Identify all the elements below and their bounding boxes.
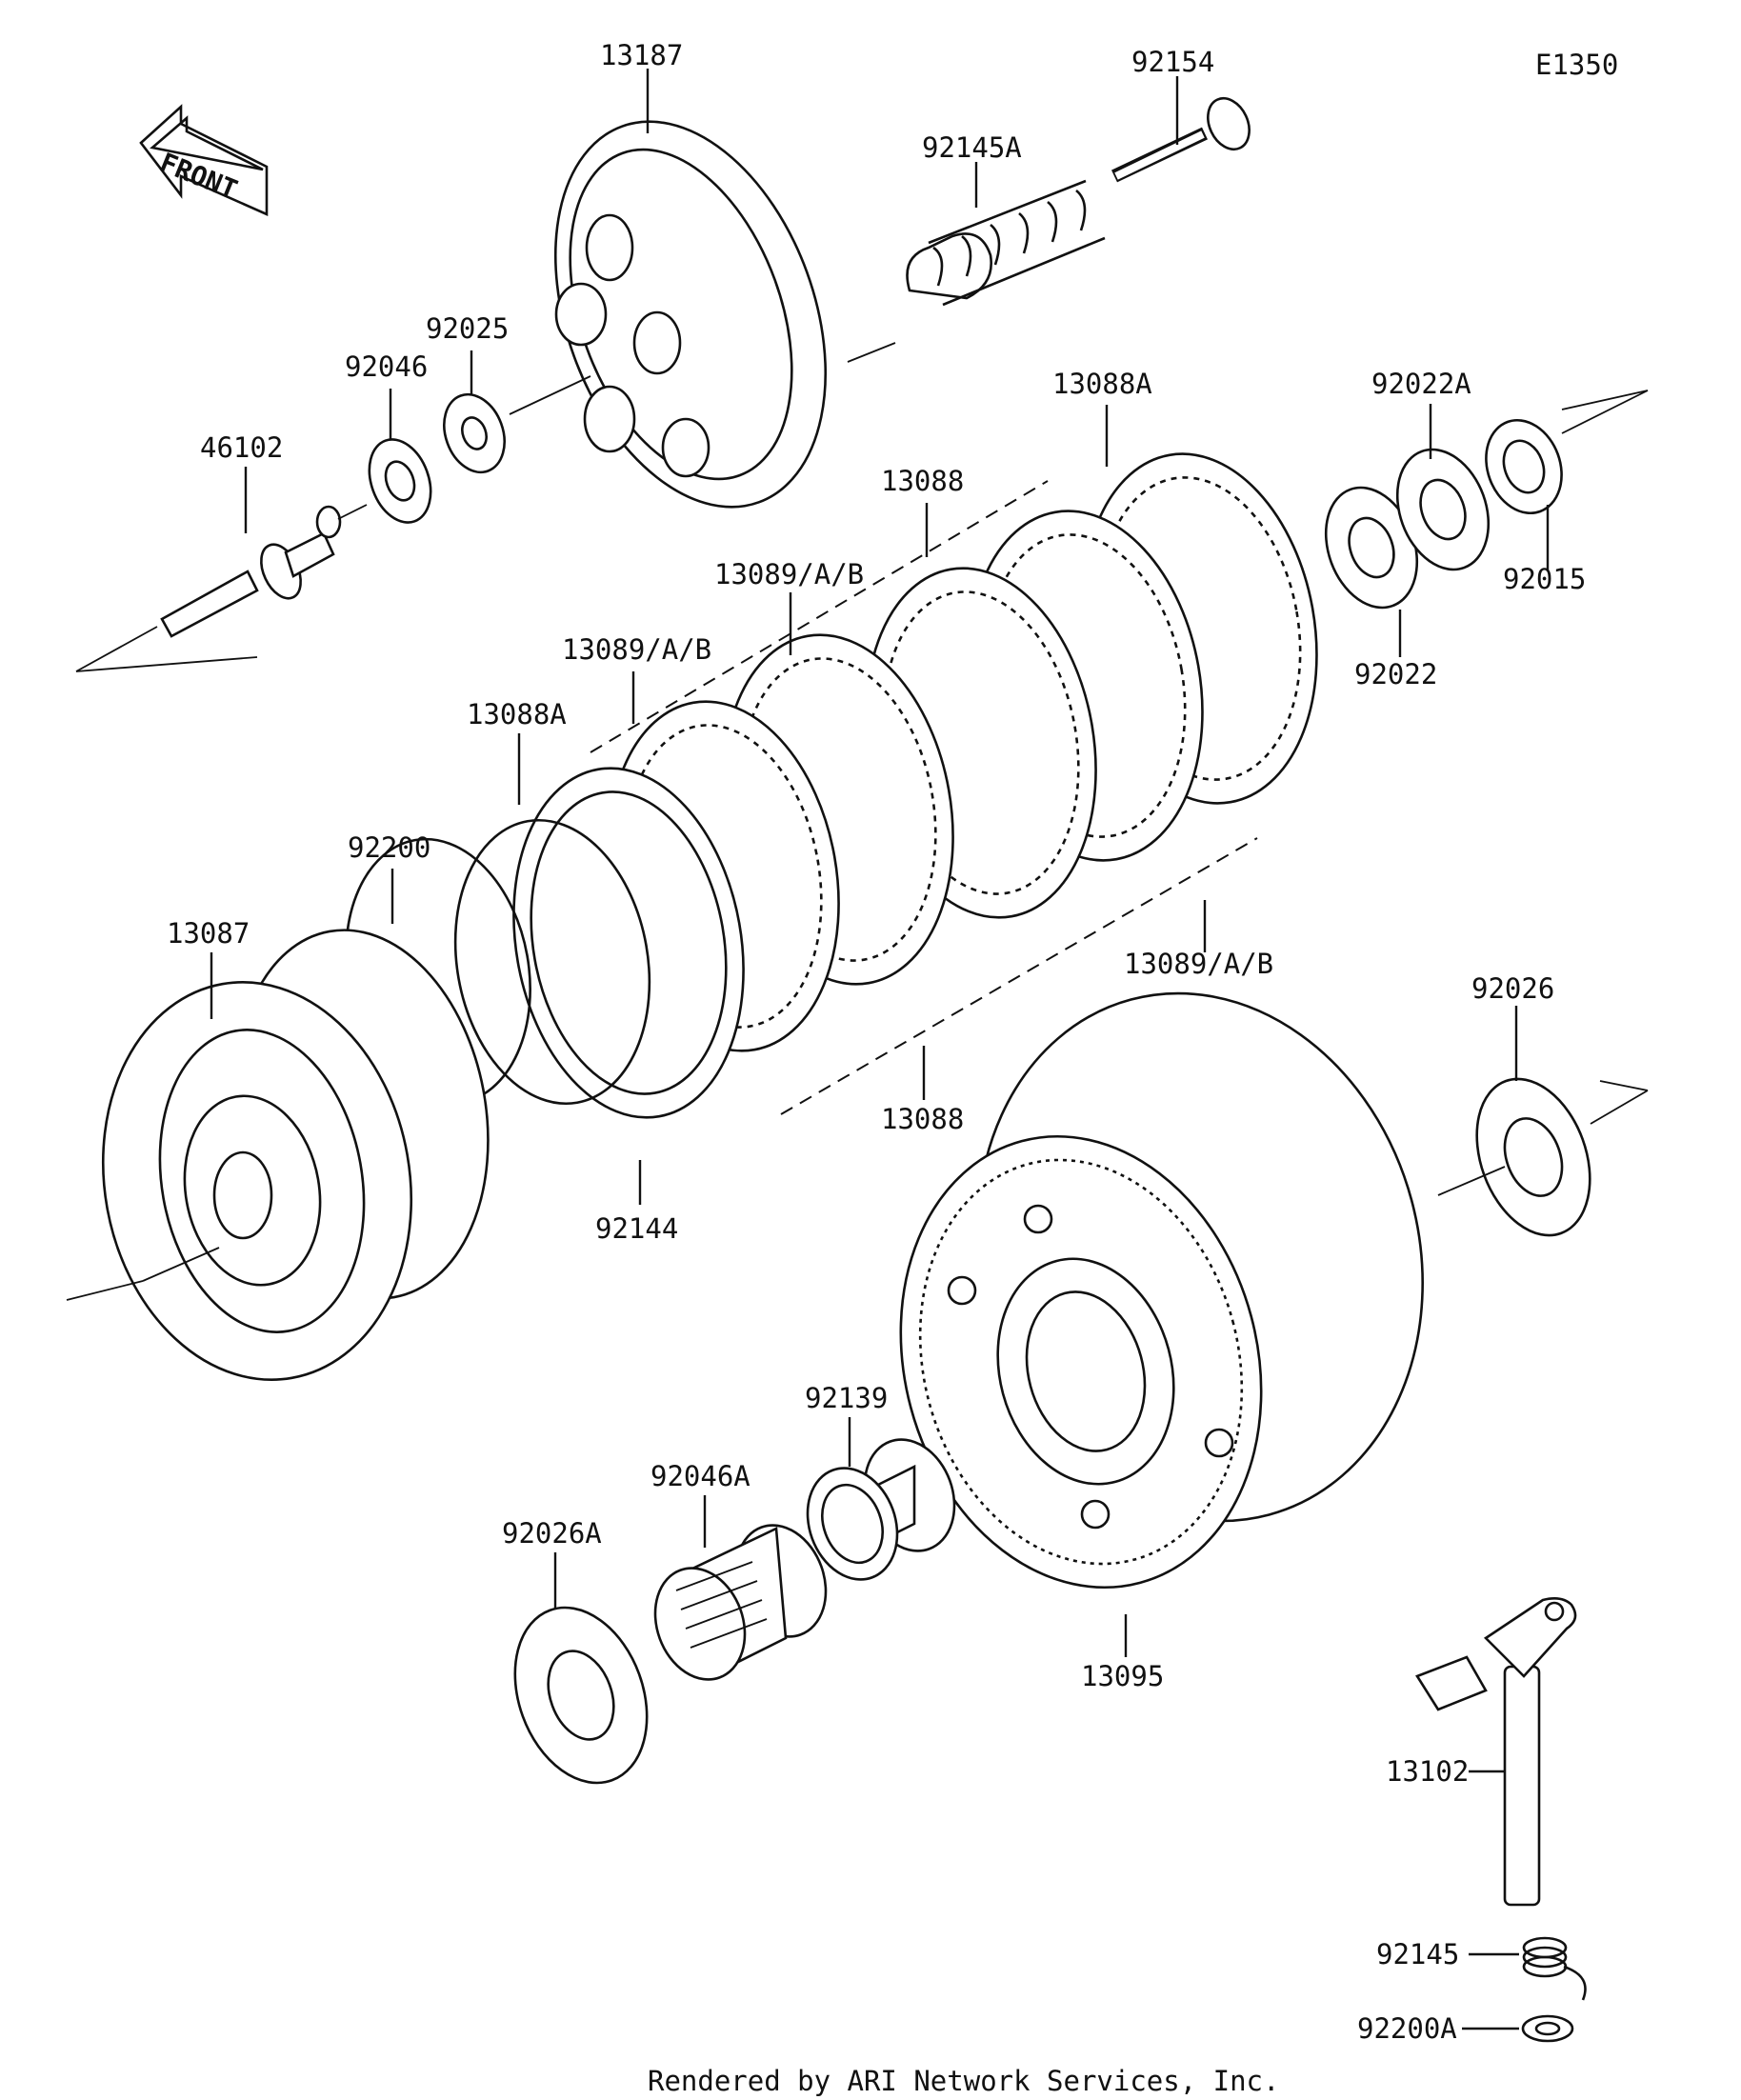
- label-13089AB-2: 13089/A/B: [562, 633, 711, 666]
- label-13088-top: 13088: [881, 465, 964, 497]
- label-13088-bottom: 13088: [881, 1103, 964, 1135]
- front-arrow-icon: FRONT: [139, 104, 269, 217]
- pressure-plate-13187: [553, 120, 828, 509]
- label-92145: 92145: [1376, 1938, 1459, 1970]
- clutch-plate-stack: [512, 452, 1318, 1119]
- label-13087: 13087: [167, 917, 250, 950]
- wire-92144: [453, 818, 651, 1106]
- label-92200: 92200: [348, 831, 430, 864]
- footer-credit: Rendered by ARI Network Services, Inc.: [648, 2065, 1279, 2097]
- clutch-hub-13087: [101, 929, 490, 1381]
- label-13102: 13102: [1386, 1755, 1469, 1788]
- label-92154: 92154: [1131, 46, 1214, 78]
- label-46102: 46102: [200, 431, 283, 464]
- label-92200A: 92200A: [1357, 2012, 1457, 2045]
- release-shaft-13102: [1415, 1597, 1577, 1907]
- label-92022: 92022: [1354, 658, 1437, 690]
- label-92046: 92046: [345, 350, 428, 383]
- label-92015: 92015: [1503, 563, 1586, 595]
- label-92139: 92139: [805, 1382, 888, 1414]
- label-13187: 13187: [600, 39, 683, 71]
- label-92145A: 92145A: [922, 131, 1022, 164]
- label-92022A: 92022A: [1371, 368, 1471, 400]
- needle-bearing-92046A: [653, 1524, 828, 1681]
- bolt-92154: [1111, 96, 1251, 183]
- nut-92015: [1485, 418, 1563, 515]
- label-92026: 92026: [1471, 972, 1554, 1005]
- label-92026A: 92026A: [502, 1517, 602, 1550]
- label-92046A: 92046A: [650, 1460, 750, 1492]
- diagram-code: E1350: [1535, 49, 1618, 81]
- leader-lines: [210, 69, 1550, 2030]
- spring-92145A: [906, 179, 1106, 307]
- label-13088A-left: 13088A: [467, 698, 567, 730]
- label-13089AB-3: 13089/A/B: [1124, 948, 1273, 980]
- collar-92139: [806, 1438, 956, 1581]
- label-13095: 13095: [1081, 1660, 1164, 1692]
- pushrod-46102: [160, 505, 342, 638]
- label-92144: 92144: [595, 1212, 678, 1245]
- label-13089AB-1: 13089/A/B: [714, 558, 864, 590]
- clutch-housing-13095: [899, 991, 1424, 1590]
- label-92025: 92025: [426, 312, 509, 345]
- label-13088A-top: 13088A: [1052, 368, 1152, 400]
- spring-92145: [1522, 1936, 1587, 2001]
